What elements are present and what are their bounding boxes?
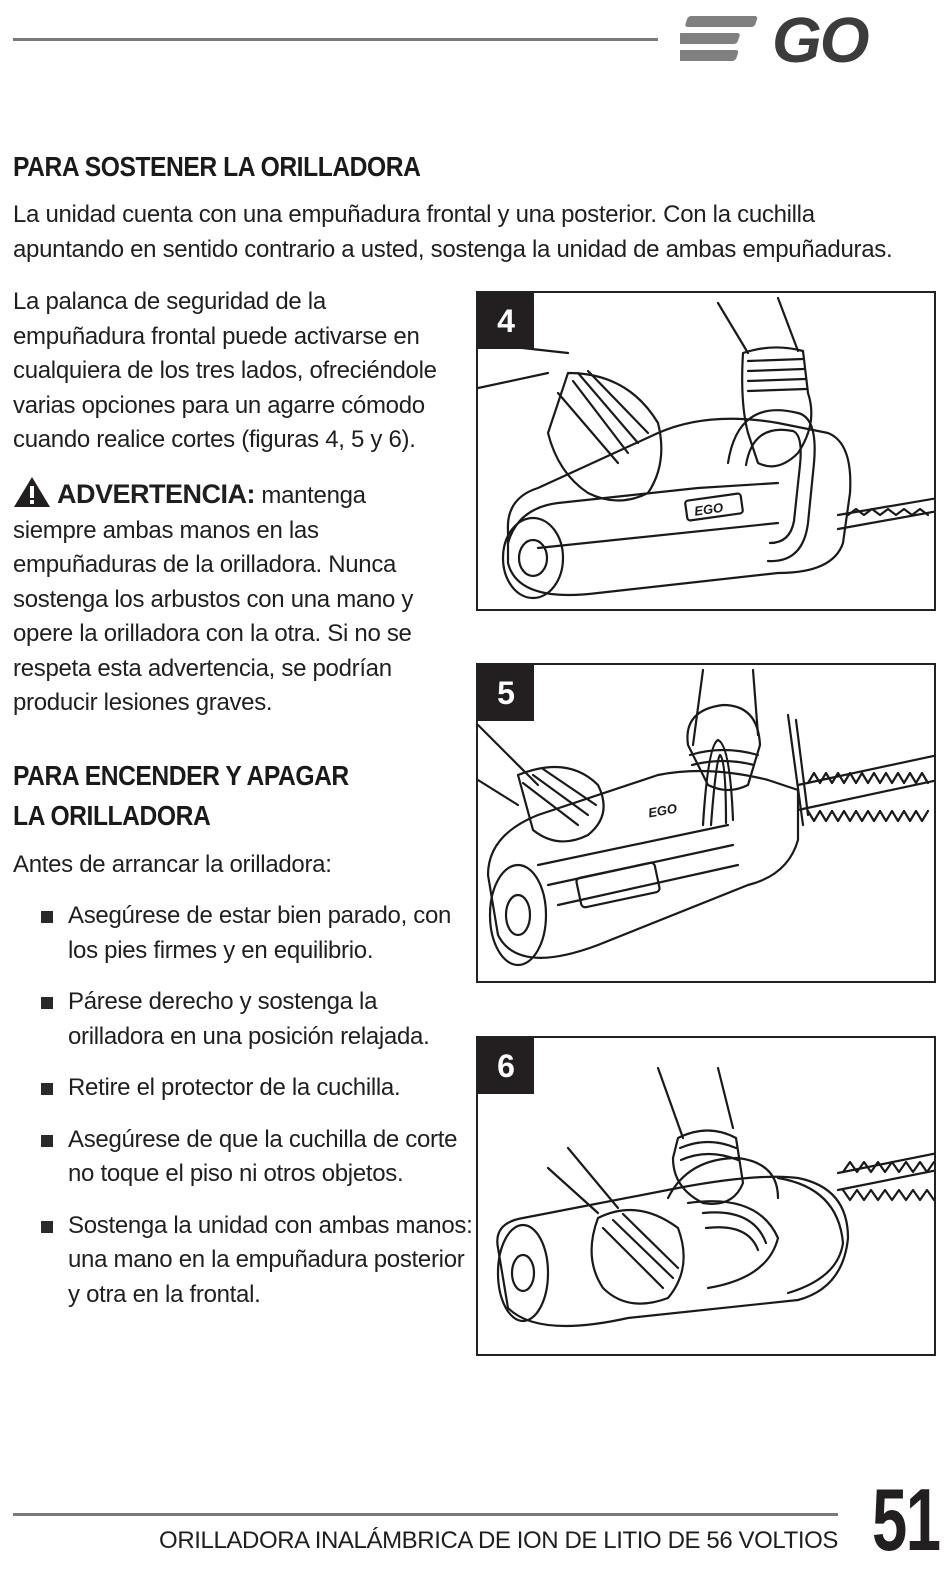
bullet-square-icon	[41, 997, 53, 1009]
figure-number-4: 4	[478, 293, 534, 349]
start-intro: Antes de arrancar la orilladora:	[13, 851, 332, 878]
header-rule	[13, 38, 658, 41]
warning-title: ADVERTENCIA:	[57, 479, 256, 509]
figure-5: EGO 5	[476, 663, 936, 983]
logo-wordmark: GO	[772, 10, 869, 68]
list-item: Asegúrese de estar bien parado, con los …	[13, 899, 473, 968]
figure-number-5: 5	[478, 665, 534, 721]
holding-intro-block: La unidad cuenta con una empuñadura fron…	[13, 198, 943, 267]
bullet-square-icon	[41, 1083, 53, 1095]
section-heading-start-line2: LA ORILLADORA	[13, 800, 211, 831]
figure-4: EGO 4	[476, 291, 936, 611]
warning-text: mantenga siempre ambas manos en las empu…	[13, 482, 414, 716]
list-item: Sostenga la unidad con ambas manos: una …	[13, 1209, 473, 1313]
ego-logo: GO	[680, 10, 871, 68]
bullet-square-icon	[41, 1134, 53, 1147]
lever-block: La palanca de seguridad de la empuñadura…	[13, 285, 473, 458]
start-intro-block: Antes de arrancar la orilladora:	[13, 848, 473, 883]
section-holding: PARA SOSTENER LA ORILLADORA	[13, 147, 943, 187]
footer-rule	[13, 1513, 838, 1516]
section-heading-start-line1: PARA ENCENDER Y APAGAR	[13, 760, 349, 791]
figure-6: 6	[476, 1036, 936, 1356]
section-start-stop: PARA ENCENDER Y APAGAR LA ORILLADORA	[13, 756, 473, 836]
hedge-trimmer-illustration-4: EGO	[478, 296, 934, 600]
list-item: Asegúrese de que la cuchilla de corte no…	[13, 1123, 473, 1192]
hedge-trimmer-illustration-5: EGO	[478, 668, 934, 967]
svg-text:EGO: EGO	[693, 500, 724, 519]
safety-lever-text: La palanca de seguridad de la empuñadura…	[13, 288, 437, 453]
warning-block: ADVERTENCIA: mantenga siempre ambas mano…	[13, 476, 473, 721]
bullet-list: Asegúrese de estar bien parado, con los …	[13, 899, 473, 1312]
svg-text:EGO: EGO	[647, 801, 678, 821]
figure-number-6: 6	[478, 1038, 534, 1094]
start-checklist: Asegúrese de estar bien parado, con los …	[13, 899, 473, 1329]
footer-product-title: ORILLADORA INALÁMBRICA DE ION DE LITIO D…	[159, 1527, 838, 1554]
warning-triangle-icon	[14, 477, 50, 507]
list-item: Párese derecho y sostenga la orilladora …	[13, 985, 473, 1054]
page-number: 51	[872, 1470, 941, 1569]
bullet-square-icon	[41, 911, 53, 923]
bullet-square-icon	[41, 1220, 53, 1233]
hedge-trimmer-illustration-6	[496, 1066, 934, 1328]
holding-intro: La unidad cuenta con una empuñadura fron…	[13, 201, 893, 263]
warning-paragraph: ADVERTENCIA: mantenga siempre ambas mano…	[13, 476, 453, 721]
list-item: Retire el protector de la cuchilla.	[13, 1071, 473, 1106]
section-heading-holding: PARA SOSTENER LA ORILLADORA	[13, 151, 421, 182]
logo-e-mark	[680, 16, 758, 61]
